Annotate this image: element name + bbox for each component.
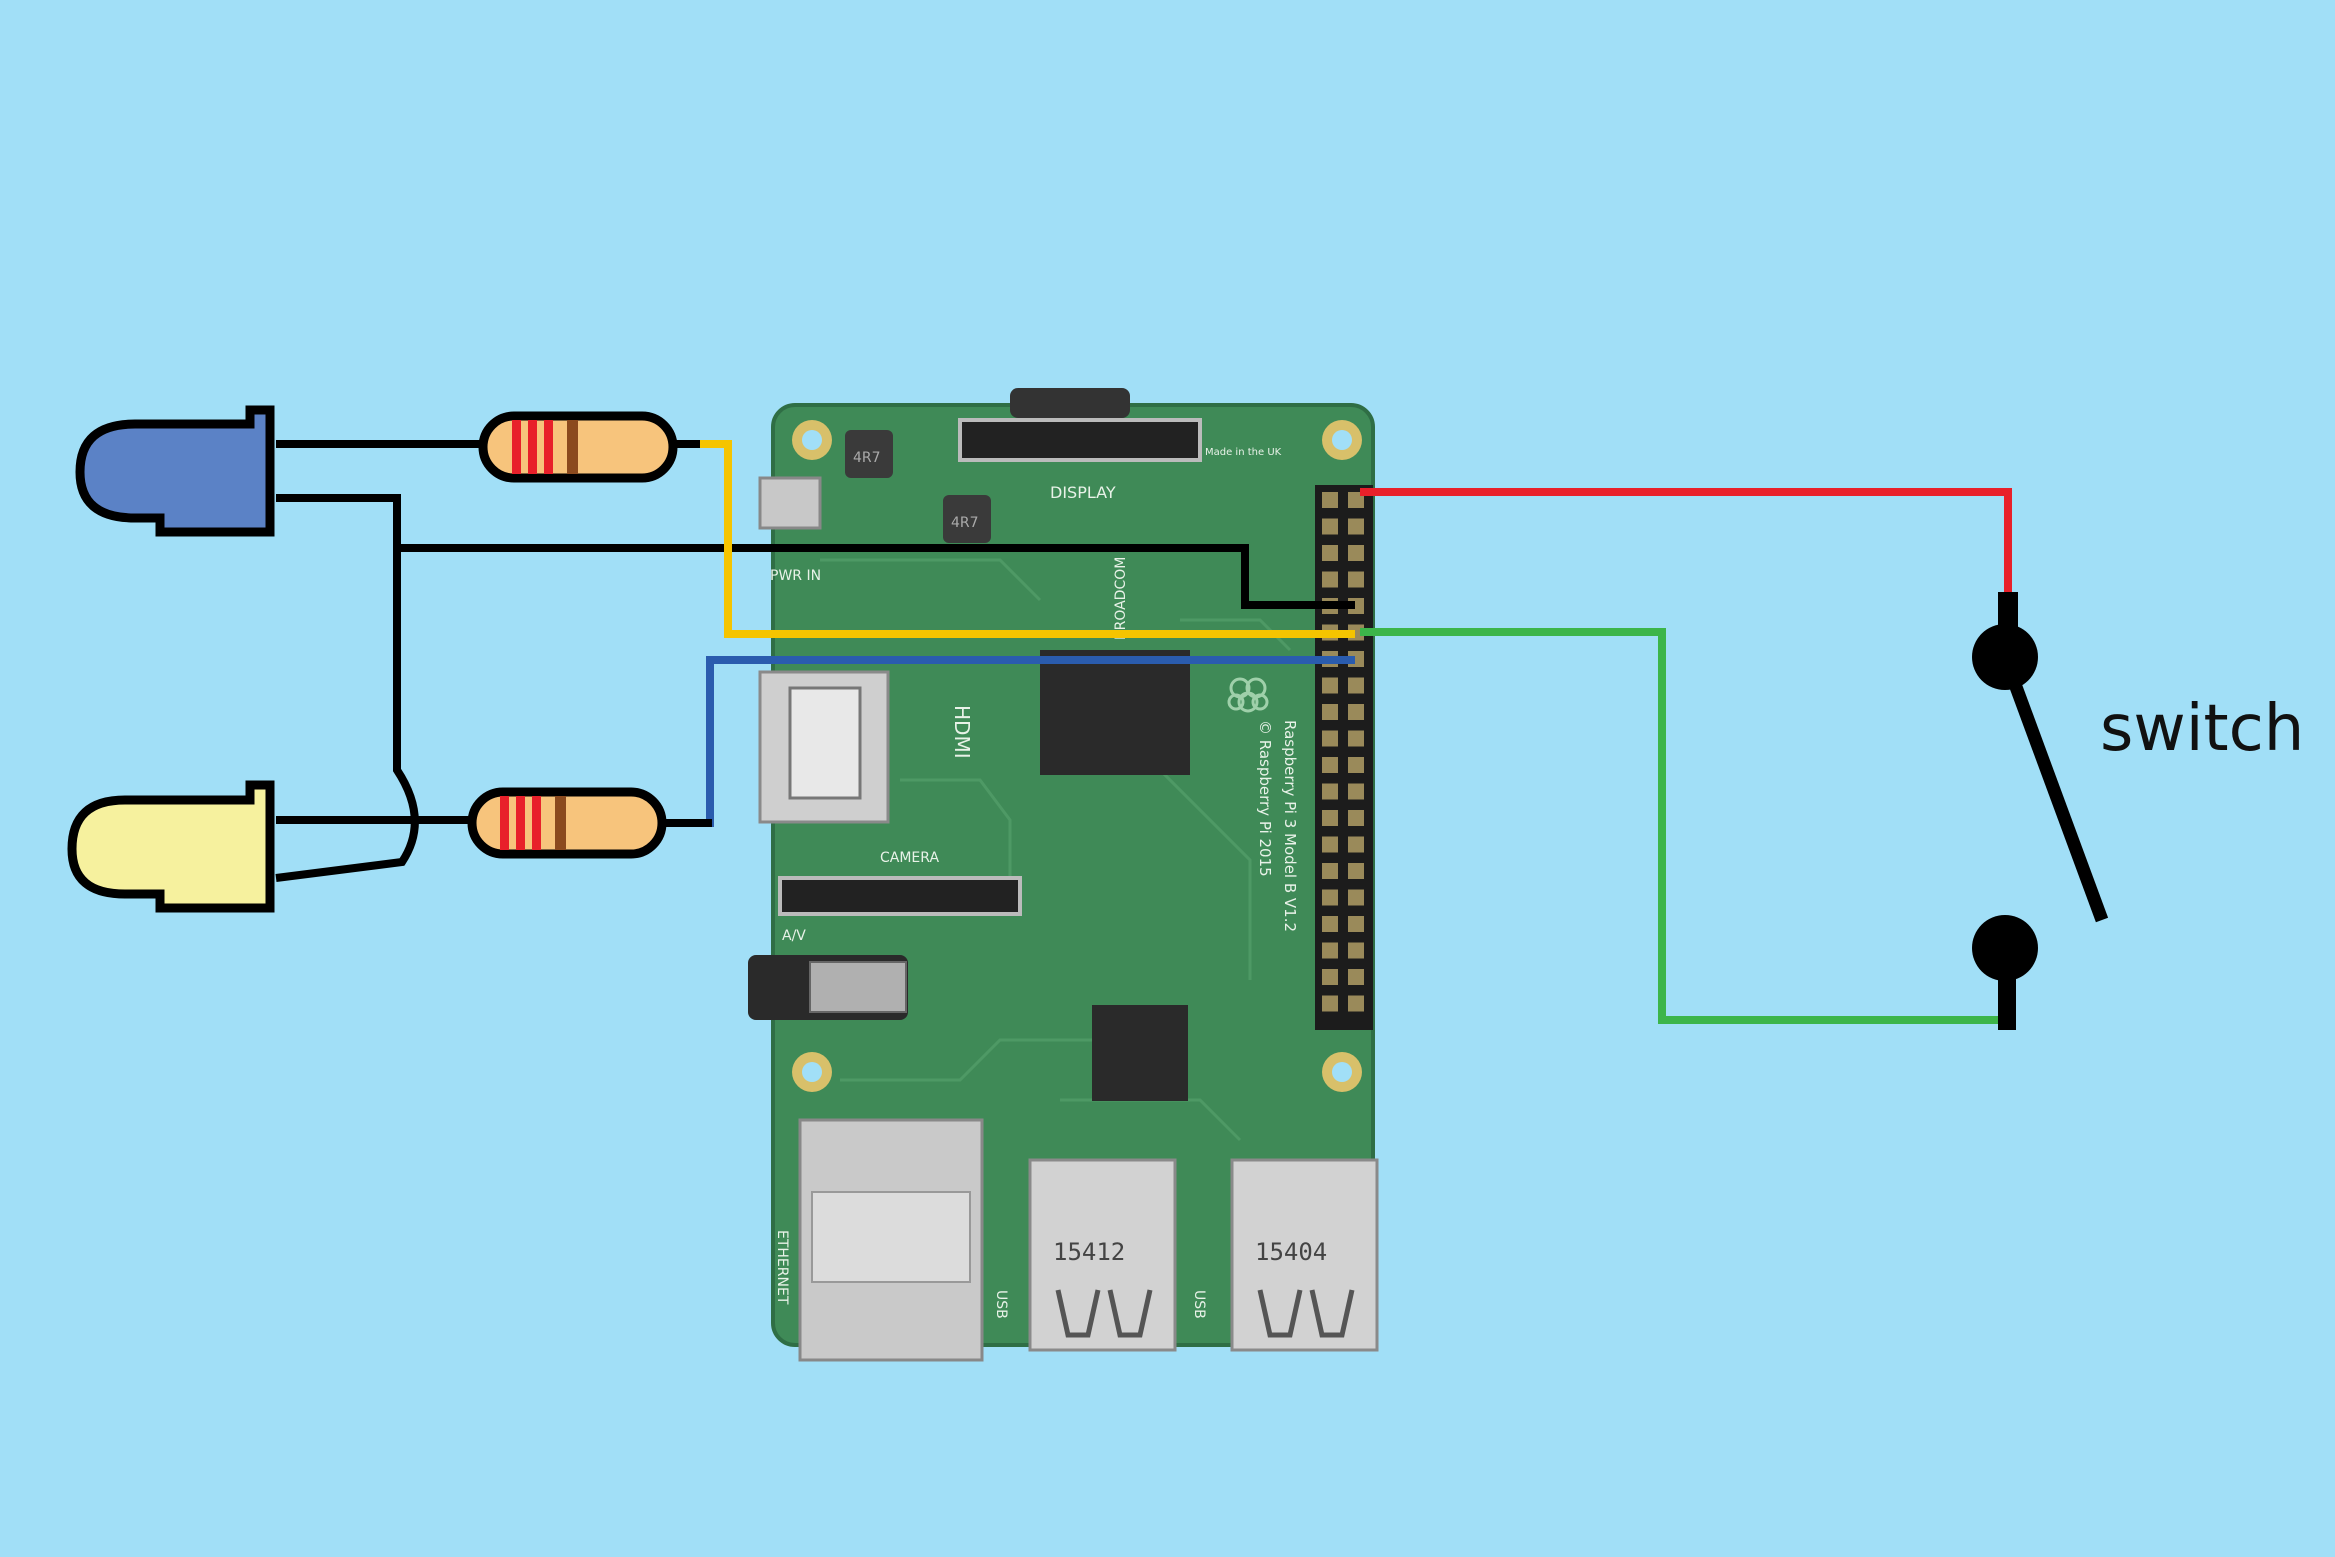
gpio-pin	[1322, 969, 1338, 985]
gpio-pin	[1348, 889, 1364, 906]
gpio-pin	[1348, 730, 1364, 747]
wire-black-ground	[275, 494, 419, 882]
gpio-pin	[1322, 677, 1338, 694]
gpio-pin	[1348, 863, 1364, 879]
spst-switch-icon	[1972, 592, 2109, 1030]
resistor-2-band-4	[555, 796, 566, 850]
switch-label: switch	[2100, 692, 2304, 766]
gpio-pin	[1322, 836, 1338, 853]
raspberry-logo-icon	[1227, 677, 1269, 713]
gpio-pin	[1322, 704, 1338, 720]
pwr-in-label: PWR IN	[770, 568, 821, 584]
wire-black-gnd-to-gpio	[397, 544, 1355, 609]
blue-led	[75, 405, 275, 537]
usb-right-label: USB	[1191, 1290, 1207, 1319]
resistor-1-band-4	[567, 420, 578, 474]
wires	[275, 440, 2012, 1024]
resistor-2-band-1	[500, 796, 509, 850]
gpio-pin	[1348, 995, 1364, 1012]
gpio-pin	[1322, 730, 1338, 747]
inductor-2-label: 4R7	[951, 515, 979, 531]
resistor-1-band-3	[544, 420, 553, 474]
ethernet-label: ETHERNET	[774, 1230, 790, 1305]
gpio-pin	[1322, 492, 1338, 508]
display-label: DISPLAY	[1050, 483, 1116, 502]
usb-port-right-number: 15404	[1255, 1238, 1327, 1266]
gpio-header	[1315, 485, 1373, 1030]
gpio-pin	[1322, 810, 1338, 826]
gpio-pin	[1348, 810, 1364, 826]
resistor-1-band-1	[512, 420, 521, 474]
gpio-pin	[1322, 783, 1338, 800]
usb-left-label: USB	[993, 1290, 1009, 1319]
usb-port-right: 15404 USB	[1191, 1158, 1379, 1352]
resistor-1-band-2	[528, 420, 537, 474]
gpio-pin	[1348, 916, 1364, 932]
gpio-pins	[1322, 492, 1364, 1012]
gpio-pin	[1322, 571, 1338, 588]
soc-chip	[1040, 650, 1190, 775]
resistor-2	[467, 787, 667, 859]
gpio-pin	[1348, 571, 1364, 588]
mounting-holes	[792, 420, 1362, 1092]
resistor-leads	[662, 440, 712, 827]
resistor-2-band-2	[516, 796, 525, 850]
gpio-pin	[1322, 942, 1338, 959]
gpio-pin	[1322, 518, 1338, 535]
gpio-pin	[1322, 916, 1338, 932]
made-in-label: Made in the UK	[1205, 447, 1282, 458]
resistor-1	[478, 411, 678, 483]
gpio-pin	[1322, 757, 1338, 773]
broadcom-label: BROADCOM	[1113, 557, 1129, 640]
av-jack-metal	[809, 961, 907, 1013]
gpio-pin	[1348, 969, 1364, 985]
usb-port-left: 15412 USB	[993, 1158, 1177, 1352]
hdmi-port-opening	[788, 686, 862, 800]
gpio-pin	[1348, 942, 1364, 959]
model-label: Raspberry Pi 3 Model B V1.2	[1281, 720, 1299, 932]
wire-red	[1360, 488, 2012, 598]
inductor-1	[845, 430, 893, 478]
gpio-pin	[1348, 518, 1364, 535]
year-label: © Raspberry Pi 2015	[1256, 720, 1274, 877]
ethernet-port-opening	[811, 1191, 971, 1283]
gpio-pin	[1322, 995, 1338, 1012]
display-connector	[958, 418, 1202, 462]
gpio-pin	[1322, 889, 1338, 906]
inductor-1-label: 4R7	[853, 450, 881, 466]
yellow-led	[67, 780, 275, 913]
gpio-pin	[1348, 545, 1364, 561]
gpio-pin	[1348, 783, 1364, 800]
wire-yellow	[675, 440, 1355, 638]
camera-label: CAMERA	[880, 850, 939, 866]
gpio-pin	[1348, 836, 1364, 853]
sd-card-slot	[1010, 388, 1130, 418]
micro-usb-power	[758, 476, 822, 530]
inductor-2	[943, 495, 991, 543]
gpio-pin	[1348, 677, 1364, 694]
gpio-pin	[1348, 757, 1364, 773]
lan-chip	[1092, 1005, 1188, 1101]
hdmi-label: HDMI	[950, 705, 974, 759]
resistor-2-band-3	[532, 796, 541, 850]
usb-port-left-number: 15412	[1053, 1238, 1125, 1266]
av-label: A/V	[782, 928, 806, 944]
wire-green	[1360, 628, 2002, 1024]
camera-connector	[778, 876, 1022, 916]
gpio-pin	[1322, 545, 1338, 561]
pcb-traces	[820, 558, 1292, 1142]
gpio-pin	[1348, 704, 1364, 720]
raspberry-pi-board: DISPLAY Made in the UK PWR IN 4R7 4R7 BR…	[748, 388, 1379, 1362]
gpio-pin	[1322, 863, 1338, 879]
